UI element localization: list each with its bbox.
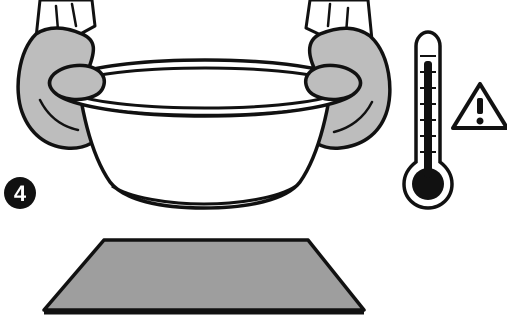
thermometer-scale [420, 55, 436, 153]
slow-cooker-pot-icon [51, 58, 359, 210]
pot-base [111, 184, 297, 206]
pot-rim-lip [69, 98, 341, 117]
mitt-thumbs [47, 63, 363, 102]
right-mitt-thumb [304, 63, 363, 102]
mitt-seams [38, 98, 374, 134]
pot-rim-inner [65, 66, 345, 110]
step-number-badge: 4 [4, 177, 36, 209]
heat-resistant-surface-icon [42, 238, 366, 315]
sleeve-folds [54, 2, 350, 36]
pot-body [77, 92, 333, 210]
thermometer-hot-icon [402, 30, 454, 210]
thermometer-bulb [412, 168, 444, 200]
step-number: 4 [14, 181, 27, 206]
warning-triangle-icon [451, 82, 507, 130]
left-mitt-thumb [47, 63, 106, 102]
